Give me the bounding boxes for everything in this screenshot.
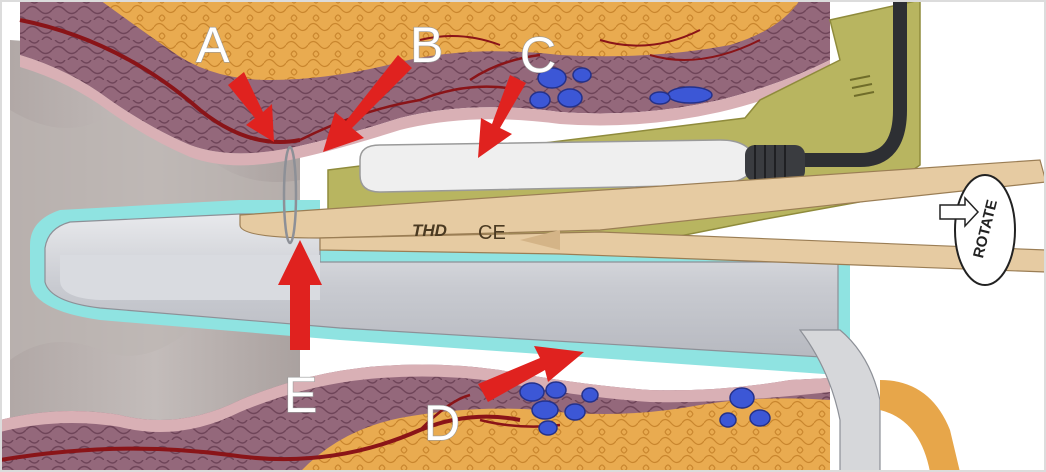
anoscope-window (60, 255, 320, 300)
label-d: D (424, 395, 460, 451)
device-brand: THD (412, 221, 447, 240)
label-b: B (410, 17, 443, 73)
label-a: A (196, 17, 230, 73)
label-e: E (284, 367, 317, 423)
ce-mark: CE (478, 222, 506, 244)
label-c: C (520, 27, 556, 83)
